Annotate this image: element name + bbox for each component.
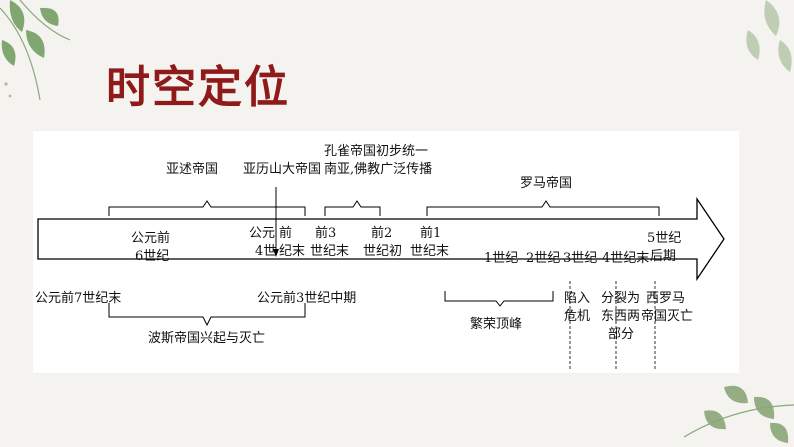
- timeline-panel: 亚述帝国 亚历山大帝国 孔雀帝国初步统一 南亚,佛教广泛传播 罗马帝国 公元前 …: [33, 131, 739, 373]
- tick-ad5-a: 5世纪: [647, 231, 682, 246]
- label-crisis-b: 危机: [564, 309, 591, 324]
- tick-bc6-b: 6世纪: [135, 249, 170, 264]
- tick-bc4-a: 公元: [249, 226, 276, 241]
- leaf-decoration-top-left-icon: [0, 0, 71, 101]
- label-assyria: 亚述帝国: [166, 162, 219, 177]
- tick-bc1-a: 前1: [420, 226, 442, 241]
- tick-ad2: 2世纪: [526, 251, 561, 266]
- tick-bc2-a: 前2: [371, 226, 393, 241]
- tick-bc4-b: 4世: [255, 244, 277, 259]
- label-rome: 罗马帝国: [520, 176, 573, 191]
- timeline-arrow: [37, 196, 725, 282]
- label-bc7: 公元前7世纪末: [35, 291, 122, 306]
- label-persia: 波斯帝国兴起与灭亡: [148, 331, 266, 346]
- label-split-b: 东西两: [601, 309, 641, 324]
- label-split-a: 分裂为: [601, 291, 641, 306]
- brace-assyria: [108, 200, 306, 216]
- label-crisis-a: 陷入: [564, 291, 591, 306]
- tick-ad5-b: 后期: [650, 249, 677, 264]
- leaf-decoration-bottom-right-icon: [684, 385, 794, 443]
- tick-bc2-b: 世纪初: [363, 244, 403, 259]
- slide-title: 时空定位: [106, 62, 290, 113]
- brace-prosperity: [444, 291, 554, 307]
- label-alexander: 亚历山大帝国: [243, 162, 322, 177]
- label-maurya-1: 孔雀帝国初步统一: [324, 144, 429, 159]
- timeline-graphics: [37, 187, 725, 371]
- alexander-marker-head: [273, 249, 279, 257]
- tick-bc3-b: 世纪末: [310, 244, 350, 259]
- tick-bc1-b: 世纪末: [410, 244, 450, 259]
- label-split-c: 部分: [608, 327, 635, 342]
- brace-maurya: [324, 200, 381, 216]
- tick-bc6-a: 公元前: [131, 231, 171, 246]
- tick-bc4-c: 前: [279, 226, 293, 241]
- brace-persia: [108, 303, 306, 327]
- tick-ad1: 1世纪: [484, 251, 519, 266]
- tick-bc3-a: 前3: [315, 226, 337, 241]
- leaf-decoration-top-right-icon: [746, 0, 792, 72]
- label-prosperity: 繁荣顶峰: [470, 317, 523, 332]
- label-fall-b: 帝国灭亡: [641, 309, 694, 324]
- tick-ad3: 3世纪: [563, 251, 598, 266]
- tick-bc4-d: 纪末: [279, 244, 306, 259]
- tick-ad4: 4世纪末: [602, 251, 650, 266]
- brace-rome: [426, 200, 660, 216]
- label-bc3-mid: 公元前3世纪中期: [257, 291, 357, 306]
- label-fall-a: 西罗马: [646, 291, 686, 306]
- label-maurya-2: 南亚,佛教广泛传播: [324, 162, 433, 177]
